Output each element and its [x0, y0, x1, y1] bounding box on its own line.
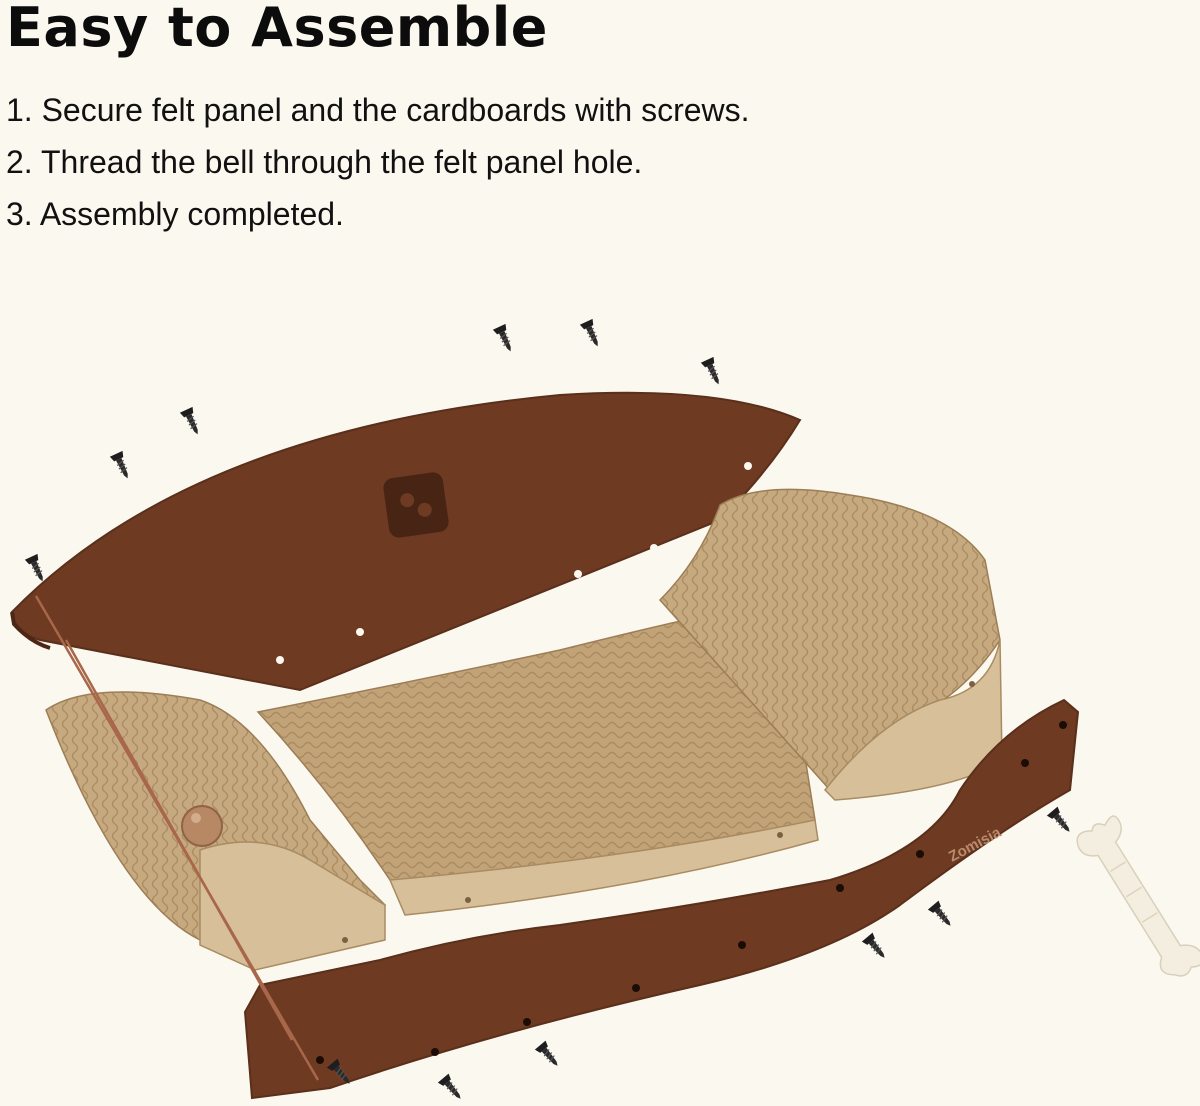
page-title: Easy to Assemble	[6, 0, 548, 59]
assembly-steps: 1. Secure felt panel and the cardboards …	[6, 84, 750, 240]
screw-icon	[1046, 806, 1076, 837]
screw-icon	[927, 900, 957, 931]
paw-logo-icon	[383, 472, 449, 538]
screw-icon	[700, 356, 726, 388]
screw-icon	[534, 1040, 564, 1071]
chew-toy-icon	[1076, 815, 1200, 977]
right-cardboard-block	[658, 488, 1003, 801]
back-felt-panel	[10, 391, 802, 692]
screw-icon	[179, 406, 205, 438]
screw-icon	[579, 318, 605, 350]
middle-cardboard-block	[256, 599, 819, 916]
bell-string	[34, 595, 320, 1081]
screw-icon	[437, 1073, 467, 1104]
screw-icon	[861, 932, 891, 963]
step-3: 3. Assembly completed.	[6, 196, 344, 232]
step-2: 2. Thread the bell through the felt pane…	[6, 144, 643, 180]
step-1: 1. Secure felt panel and the cardboards …	[6, 92, 750, 128]
screw-icon	[109, 450, 135, 482]
screw-icon	[492, 323, 518, 355]
bell-ball-icon	[181, 805, 223, 847]
